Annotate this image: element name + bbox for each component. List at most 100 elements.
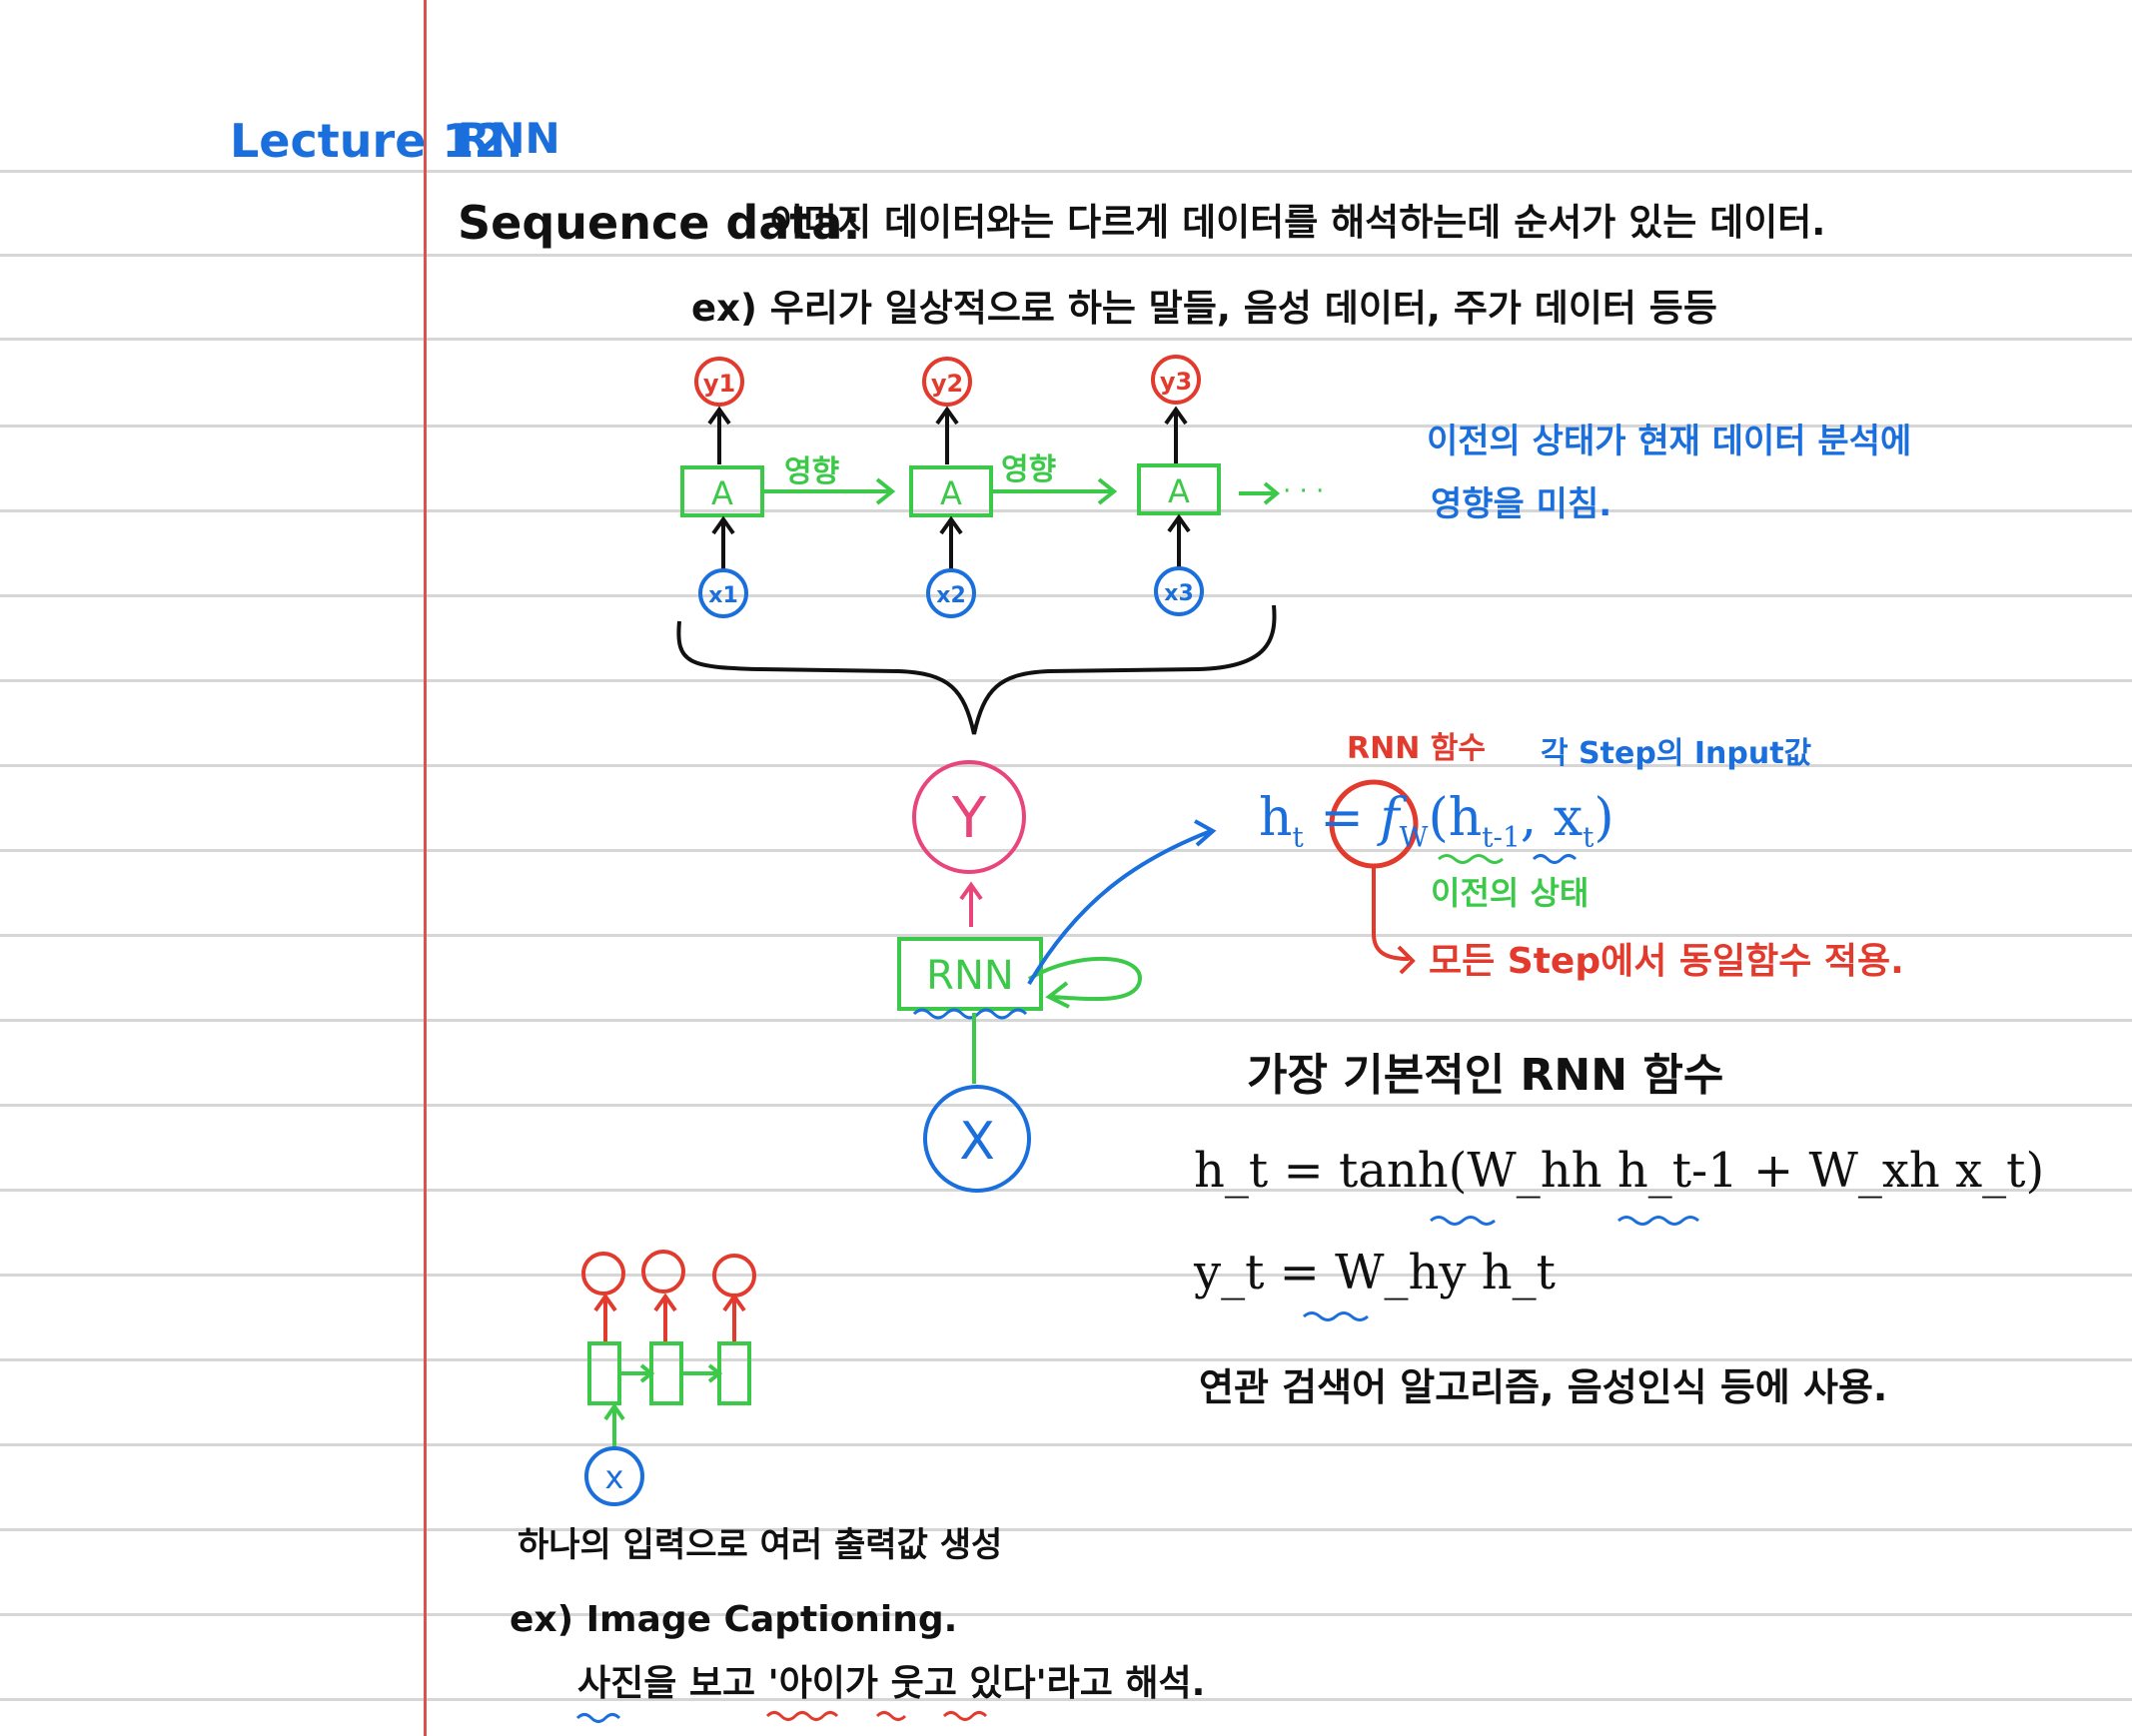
output-label: y1 [703,370,735,398]
underline-squiggle [575,1713,621,1723]
definition-term: Sequence data: [458,196,861,250]
formula-eq: = [1303,788,1381,848]
cell-label: A [940,474,962,512]
cell-box [649,1341,683,1405]
cell-box [717,1341,751,1405]
formula-x-sub: t [1583,820,1595,854]
formula-close: ) [1594,788,1614,848]
link-arrow [1027,829,1212,986]
continuation-dots: · · · [1283,476,1324,506]
one-to-many-cells [587,1341,751,1448]
unrolled-input-node: x2 [926,568,976,618]
formula-x: x [1553,788,1584,848]
basic-rnn-eq1: h_t = tanh(W_hh h_t-1 + W_xh x_t) [1194,1143,2045,1199]
unrolled-output-node: y2 [922,357,972,407]
ruled-line [0,1528,2132,1531]
ruled-line [0,1189,2132,1192]
formula-h-sub: t [1292,820,1304,854]
underline-squiggle [1303,1311,1369,1321]
one-to-many-detail: 사진을 보고 '아이가 웃고 있다'라고 해석. [577,1663,1206,1704]
underline-squiggle [1438,854,1504,864]
unrolled-cell: A [909,465,993,517]
arrow-right-icon [1194,819,1217,847]
underline-squiggle [875,1711,907,1721]
folded-output-node [912,760,1026,874]
underline-squiggle [765,1711,839,1721]
edge-label: 영향 [784,454,839,489]
ruled-line [0,1613,2132,1616]
input-label: x1 [708,583,738,608]
folded-input-node [923,1085,1031,1193]
ruled-line [0,254,2132,257]
ruled-line [0,1019,2132,1022]
ruled-line [0,764,2132,767]
ruled-line [0,1274,2132,1277]
underline-squiggle [1617,1216,1699,1226]
cell-box [587,1341,621,1405]
label-shared-function: 모든 Step에서 동일함수 적용. [1429,941,1904,982]
rnn-formula: ht = fW(ht-1, xt) [1259,792,1614,851]
one-to-many-caption: 하나의 입력으로 여러 출력값 생성 [518,1525,1003,1565]
arrow-up-icon [707,406,1188,464]
unrolled-note-line2: 영향을 미침. [1431,484,1612,524]
output-node [581,1252,625,1296]
ruled-line [0,338,2132,341]
formula-h-prev-sub: t-1 [1482,820,1521,854]
formula-open: ( [1428,788,1449,848]
ruled-line [0,594,2132,597]
output-label: y3 [1160,368,1192,396]
ruled-line [0,1358,2132,1361]
label-step-input: 각 Step의 Input값 [1541,736,1812,771]
arrow-right-icon [1397,945,1416,975]
unrolled-output-node: y1 [694,357,744,407]
cell-label: A [711,474,733,512]
definition-text: 이미지 데이터와는 다르게 데이터를 해석하는데 순서가 있는 데이터. [769,201,1826,244]
edge-label: 영향 [1001,452,1056,487]
curly-brace [676,604,1277,735]
unrolled-output-node: y3 [1151,355,1201,405]
folded-cell-label: RNN [926,953,1014,999]
arrow-up-icon [711,513,1191,569]
definition-example: ex) 우리가 일상적으로 하는 말들, 음성 데이터, 주가 데이터 등등 [691,287,1717,330]
cell-label: A [1168,472,1190,510]
ruled-line [0,1443,2132,1446]
margin-line [424,0,427,1736]
ruled-line [0,1698,2132,1701]
arrow-left-icon [1045,981,1070,1009]
ruled-line [0,509,2132,512]
underline-squiggle [1430,1216,1496,1226]
ruled-line [0,1104,2132,1107]
basic-rnn-usage: 연관 검색어 알고리즘, 음성인식 등에 사용. [1199,1365,1888,1409]
one-to-many-input-node [584,1446,644,1506]
ruled-line [0,425,2132,428]
label-rnn-function: RNN 함수 [1347,731,1486,766]
lecture-number: Lecture 12. [230,114,524,168]
unrolled-note-line1: 이전의 상태가 현재 데이터 분석에 [1427,422,1912,461]
formula-f-sub: W [1399,820,1429,854]
one-to-many-example: ex) Image Captioning. [510,1599,958,1640]
unrolled-cell: A [1137,463,1221,515]
underline-squiggle [912,1008,1028,1020]
lecture-topic: RNN [458,114,560,163]
unrolled-input-node: x3 [1154,566,1204,616]
one-to-many-input-label: x [605,1458,624,1496]
underline-squiggle [1532,854,1578,864]
ruled-line [0,679,2132,682]
formula-h: h [1259,788,1293,848]
arrow-up-icon [959,881,983,927]
highlight-circle [1329,779,1419,869]
output-label: y2 [931,370,963,398]
input-label: x3 [1164,581,1194,606]
ruled-line [0,849,2132,852]
folded-input-label: X [959,1112,995,1172]
one-to-many-outputs [581,1250,756,1343]
basic-rnn-title: 가장 기본적인 RNN 함수 [1247,1050,1724,1101]
input-label: x2 [936,583,966,608]
underline-squiggle [942,1711,988,1721]
recurrent-loop-arrow [1027,956,1142,1002]
ruled-line [0,934,2132,937]
formula-h-prev: h [1448,788,1483,848]
output-node [712,1254,756,1298]
